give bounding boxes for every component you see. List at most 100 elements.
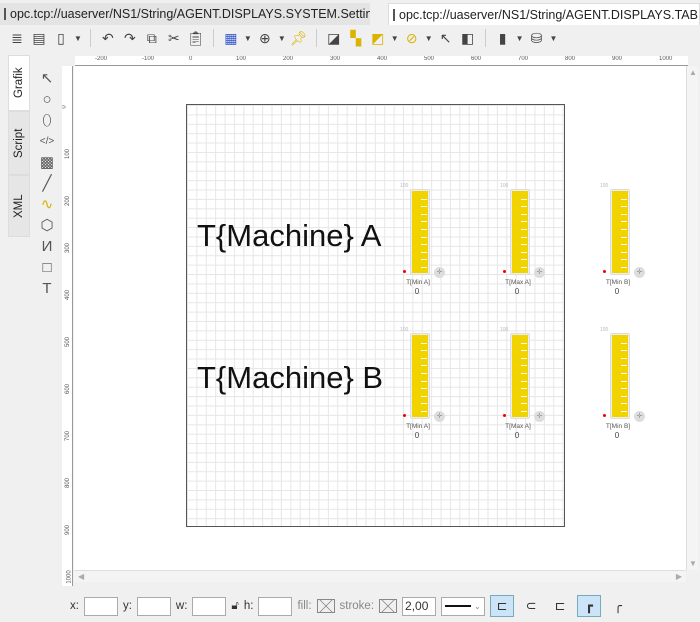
fill-color-button[interactable] [316, 599, 335, 613]
image-tool-icon[interactable]: ▩ [39, 154, 55, 171]
cut-icon[interactable]: ✂ [168, 29, 180, 46]
cap-round-button[interactable]: ⊂ [525, 598, 537, 613]
code-tool-icon[interactable]: </> [39, 136, 55, 147]
chevron-down-icon[interactable]: ▼ [390, 33, 399, 43]
cap-flat-button[interactable]: ⊏ [490, 595, 515, 617]
connector-handle-icon[interactable]: ✛ [634, 411, 645, 422]
import-icon[interactable]: ≣ [11, 29, 23, 46]
gauge-tick [421, 213, 427, 215]
connector-handle-icon[interactable]: ✛ [434, 411, 445, 422]
horizontal-scrollbar[interactable]: ◀▶ [74, 570, 686, 582]
zoom-icon[interactable]: ⊕ [258, 29, 271, 46]
tab-label: opc.tcp://uaserver/NS1/String/AGENT.DISP… [399, 7, 699, 22]
chevron-down-icon[interactable]: ▼ [243, 33, 252, 43]
gauge-tick [521, 236, 527, 238]
undo-icon[interactable]: ↶ [102, 29, 114, 46]
ellipse-tool-icon[interactable]: ○ [42, 91, 52, 108]
gauge-value: 0 [614, 431, 620, 440]
chevron-down-icon[interactable]: ▼ [74, 33, 82, 43]
gauge-tick [621, 198, 627, 200]
ruler-label: 1000 [66, 570, 73, 584]
brush-icon[interactable]: ▮ [498, 29, 507, 46]
line-tool-icon[interactable]: ╱ [42, 175, 52, 192]
gauge-tick [421, 236, 427, 238]
dock-icon[interactable]: ◧ [460, 29, 475, 46]
pick-icon[interactable]: ↖ [439, 29, 452, 46]
ruler-label: 500 [65, 336, 72, 348]
tab-label: opc.tcp://uaserver/NS1/String/AGENT.DISP… [10, 7, 370, 21]
pin-icon[interactable]: 📌︎ [289, 29, 308, 46]
chevron-down-icon[interactable]: ▼ [549, 33, 558, 43]
thermometer-gauge[interactable]: 100 ✛ T[Max A] 0 [500, 183, 554, 297]
save-icon[interactable]: ▤ [32, 29, 46, 46]
grid-icon[interactable]: ▦ [224, 29, 238, 46]
polyline-tool-icon[interactable]: И [41, 238, 53, 255]
h-input[interactable] [258, 596, 293, 616]
ruler-label: 700 [65, 430, 72, 442]
align-icon[interactable]: ◪ [327, 29, 341, 46]
gauge-value: 0 [614, 287, 620, 296]
gauge-tick [521, 221, 527, 223]
cap-square-button[interactable]: ⊏ [554, 598, 566, 613]
side-tab-script[interactable]: Script [8, 111, 30, 175]
polygon-tool-icon[interactable]: ⬡ [40, 217, 54, 234]
gauge-tick [521, 373, 527, 374]
database-icon[interactable]: ⛁ [530, 29, 543, 46]
machine-b-title[interactable]: T{Machine} B [197, 360, 384, 395]
line-style-select[interactable]: ⌄ [441, 596, 486, 616]
thermometer-gauge[interactable]: 100 ✛ T[Min A] 0 [400, 183, 454, 297]
redo-icon[interactable]: ↷ [124, 29, 136, 46]
bezier-tool-icon[interactable]: ∿ [40, 196, 54, 213]
oval-tool-icon[interactable]: ⬯ [42, 112, 52, 129]
ruler-label: 600 [471, 56, 482, 62]
thermometer-gauge[interactable]: 100 ✛ T[Min A] 0 [400, 327, 454, 441]
gauge-value: 0 [514, 287, 520, 296]
connector-handle-icon[interactable]: ✛ [634, 267, 645, 278]
stroke-width-spinner[interactable]: 2,00 [402, 596, 437, 616]
join-miter-button[interactable]: ┏ [577, 595, 602, 617]
ruler-label: 800 [565, 56, 576, 62]
distribute-icon[interactable]: ▚ [350, 29, 362, 46]
x-input[interactable] [83, 596, 118, 616]
machine-a-title[interactable]: T{Machine} A [197, 218, 382, 253]
gauge-fill [412, 335, 428, 417]
y-input[interactable] [136, 596, 171, 616]
tab-settings[interactable]: opc.tcp://uaserver/NS1/String/AGENT.DISP… [0, 3, 370, 25]
ruler-label: 800 [65, 477, 72, 489]
gauge-tick [621, 357, 627, 359]
paste-icon[interactable]: 📋︎ [187, 29, 205, 46]
stroke-color-button[interactable] [379, 599, 398, 613]
tab-tablet[interactable]: opc.tcp://uaserver/NS1/String/AGENT.DISP… [388, 3, 700, 25]
rectangle-tool-icon[interactable]: □ [42, 259, 52, 276]
thermometer-gauge[interactable]: 100 ✛ T[Min B] 0 [600, 327, 654, 441]
thermometer-gauge[interactable]: 100 ✛ T[Min B] 0 [600, 183, 654, 297]
divider [484, 29, 486, 47]
fill-label: fill: [297, 600, 312, 612]
side-tab-grafik[interactable]: Grafik [8, 55, 30, 111]
page-area [186, 104, 565, 527]
fill-icon[interactable]: ⊘ [405, 29, 418, 46]
chevron-down-icon[interactable]: ▼ [424, 33, 433, 43]
copy-icon[interactable]: ⧉ [146, 29, 157, 46]
lock-icon[interactable]: 🔓︎ [231, 599, 239, 612]
gauge-tick [621, 411, 627, 412]
gauge-tick [521, 251, 527, 253]
gauge-tick [521, 259, 527, 261]
side-tab-xml[interactable]: XML [8, 175, 30, 237]
connector-handle-icon[interactable]: ✛ [434, 267, 445, 278]
join-round-button[interactable]: ╭ [614, 598, 622, 613]
w-input[interactable] [192, 596, 227, 616]
text-tool-icon[interactable]: T [42, 280, 52, 297]
connector-handle-icon[interactable]: ✛ [534, 267, 545, 278]
connector-handle-icon[interactable]: ✛ [534, 411, 545, 422]
chevron-down-icon[interactable]: ▼ [515, 33, 524, 43]
ruler-label: 300 [65, 242, 72, 254]
gauge-max: 100 [400, 183, 409, 189]
pointer-tool-icon[interactable]: ↖ [40, 70, 54, 87]
chevron-down-icon[interactable]: ▼ [277, 33, 286, 43]
thermometer-gauge[interactable]: 100 ✛ T[Max A] 0 [500, 327, 554, 441]
new-page-icon[interactable]: ▯ [57, 29, 65, 46]
vertical-scrollbar[interactable]: ▲▼ [686, 66, 698, 570]
drawing-canvas[interactable]: T{Machine} A T{Machine} B 100 ✛ T[Min A]… [74, 66, 686, 570]
layer-icon[interactable]: ◩ [371, 29, 385, 46]
